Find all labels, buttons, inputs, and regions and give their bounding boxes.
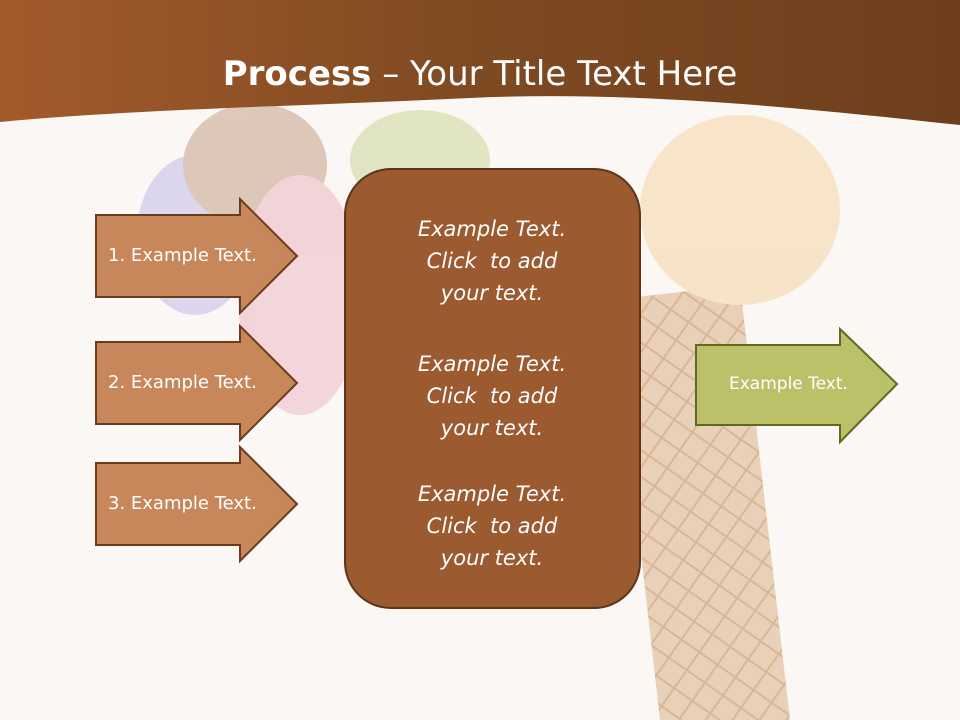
center-text-line: your text. (440, 281, 544, 305)
center-text-line: Click to add (426, 514, 558, 538)
step-2-label: 2. Example Text. (108, 372, 257, 393)
center-text-block: Example Text. Click to add your text. (346, 213, 638, 309)
center-text-line: your text. (440, 546, 544, 570)
result-label: Example Text. (729, 374, 848, 394)
title-rest: – Your Title Text Here (371, 54, 738, 94)
center-text-block: Example Text. Click to add your text. (346, 478, 638, 574)
center-text-line: Example Text. (417, 352, 567, 376)
step-1-label: 1. Example Text. (108, 245, 257, 266)
center-text-line: Example Text. (417, 482, 567, 506)
center-text-block: Example Text. Click to add your text. (346, 348, 638, 444)
header-band (0, 0, 960, 125)
process-step-arrow[interactable] (95, 196, 299, 316)
center-text-line: Click to add (426, 384, 558, 408)
title-bold: Process (222, 54, 372, 94)
process-step-arrow[interactable] (95, 444, 299, 564)
center-text-line: Example Text. (417, 217, 567, 241)
slide-title[interactable]: Process – Your Title Text Here (0, 52, 960, 96)
center-text-line: Click to add (426, 249, 558, 273)
result-arrow[interactable] (695, 326, 899, 445)
center-text-line: your text. (440, 416, 544, 440)
center-process-box[interactable] (344, 168, 641, 609)
step-3-label: 3. Example Text. (108, 493, 257, 514)
process-step-arrow[interactable] (95, 323, 299, 443)
